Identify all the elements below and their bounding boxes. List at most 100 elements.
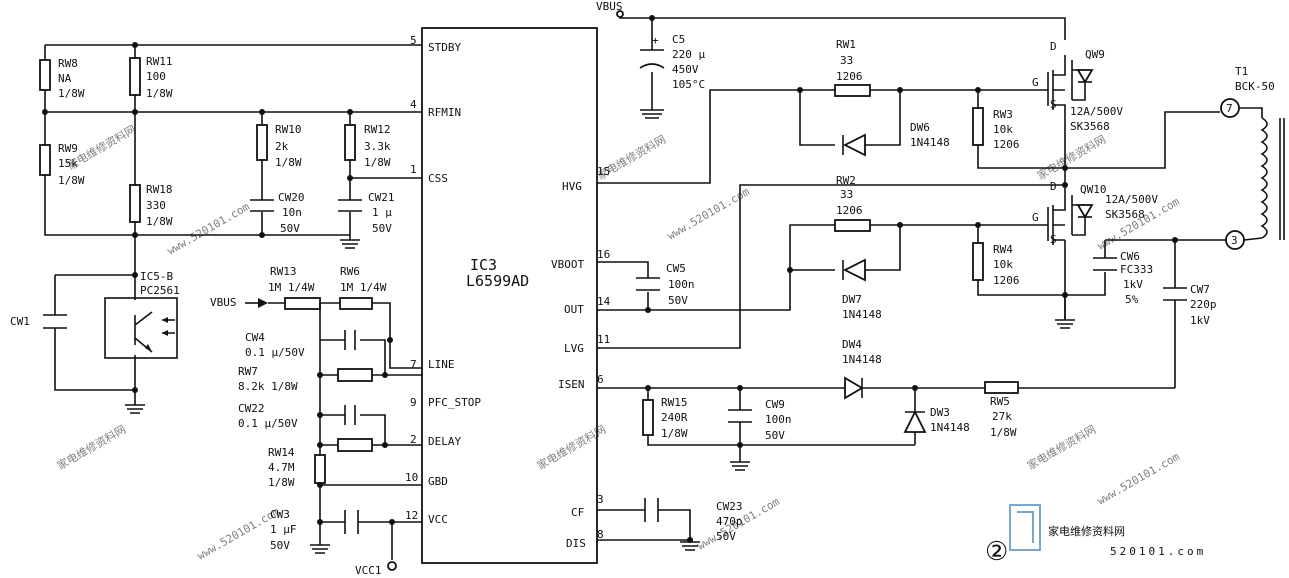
left-wiring <box>44 44 422 405</box>
net-vbus-left: VBUS <box>210 296 237 309</box>
dw3-part: 1N4148 <box>930 421 970 434</box>
junction-dots <box>42 15 1178 543</box>
qw10-s: S <box>1050 233 1057 246</box>
rw4-resistor: RW4 10k 1206 <box>972 242 1020 287</box>
rw6-value: 1M 1/4W <box>340 281 387 294</box>
ic5-ref: IC5-B <box>140 270 173 283</box>
cw20-ref: CW20 <box>278 191 305 204</box>
rw5-resistor: RW5 27k 1/8W <box>984 381 1019 439</box>
t1-part: BCK-50 <box>1235 80 1275 93</box>
dw4-ref: DW4 <box>842 338 862 351</box>
ic5-part: PC2561 <box>140 284 180 297</box>
qw9-d: D <box>1050 40 1057 53</box>
cw3-rating: 50V <box>270 539 290 552</box>
net-vcc1: VCC1 <box>355 564 382 577</box>
rw9-ref: RW9 <box>58 142 78 155</box>
pin-num-7: 7 <box>410 358 417 371</box>
rw8-resistor: RW8 NA 1/8W <box>39 57 85 100</box>
pin-label-vcc: VCC <box>428 513 448 526</box>
rw3-rating: 1206 <box>993 138 1020 151</box>
ic-part: L6599AD <box>466 272 529 290</box>
rw9-value: 15k <box>58 157 78 170</box>
rw14-ref: RW14 <box>268 446 295 459</box>
qw10-rating: 12A/500V <box>1105 193 1158 206</box>
rw7-value: 8.2k 1/8W <box>238 380 298 393</box>
ic-pins-right: HVG 15 VBOOT 16 OUT 14 LVG 11 ISEN 6 CF … <box>551 165 611 550</box>
logo-url: 520101.com <box>1110 545 1206 558</box>
dw6-ref: DW6 <box>910 121 930 134</box>
rw15-value: 240R <box>661 411 688 424</box>
rw2-resistor: RW2 33 1206 <box>834 174 871 232</box>
cw9-value: 100n <box>765 413 792 426</box>
rw11-ref: RW11 <box>146 55 173 68</box>
dw7-ref: DW7 <box>842 293 862 306</box>
qw9-rating: 12A/500V <box>1070 105 1123 118</box>
pin-num-3: 3 <box>597 493 604 506</box>
pin-num-16: 16 <box>597 248 610 261</box>
delay-network: CW4 0.1 μ/50V RW7 8.2k 1/8W CW22 0.1 μ/5… <box>238 303 422 577</box>
qw10-g: G <box>1032 211 1039 224</box>
rw11-rating: 1/8W <box>146 87 173 100</box>
rw4-ref: RW4 <box>993 243 1013 256</box>
rw14-value: 4.7M <box>268 461 295 474</box>
qw9-s: S <box>1050 98 1057 111</box>
cw4-value: 0.1 μ/50V <box>245 346 305 359</box>
pin-label-stdby: STDBY <box>428 41 461 54</box>
rw8-ref: RW8 <box>58 57 78 70</box>
t1-pin3: 3 <box>1231 234 1238 247</box>
pin-num-6: 6 <box>597 373 604 386</box>
cw3-ref: CW3 <box>270 508 290 521</box>
rw10-rating: 1/8W <box>275 156 302 169</box>
rw2-ref: RW2 <box>836 174 856 187</box>
c5-plus: + <box>652 34 659 47</box>
page-marker: ② <box>985 537 1008 567</box>
pin-label-lvg: LVG <box>564 342 584 355</box>
pin-num-5: 5 <box>410 34 417 47</box>
cw6-rating: 1kV <box>1123 278 1143 291</box>
watermark-text: 家电维修资料网 <box>1025 422 1099 473</box>
cw5-rating: 50V <box>668 294 688 307</box>
cw9-rating: 50V <box>765 429 785 442</box>
watermark-layer: 家电维修资料网 www.520101.com 家电维修资料网 www.52010… <box>55 122 1183 563</box>
rw8-rating: 1/8W <box>58 87 85 100</box>
c5-value: 220 μ <box>672 48 705 61</box>
pin-num-15: 15 <box>597 165 610 178</box>
watermark-text: 家电维修资料网 <box>1035 132 1109 183</box>
dw4-part: 1N4148 <box>842 353 882 366</box>
rw4-value: 10k <box>993 258 1013 271</box>
ground-symbol <box>340 239 360 249</box>
rw15-resistor: RW15 240R 1/8W <box>642 396 688 440</box>
rw7-ref: RW7 <box>238 365 258 378</box>
dw7-part: 1N4148 <box>842 308 882 321</box>
c5-rating: 450V <box>672 63 699 76</box>
rw10-resistor: RW10 2k 1/8W <box>256 123 302 169</box>
net-vbus-top: VBUS <box>596 0 623 13</box>
pin-num-12: 12 <box>405 509 418 522</box>
rw12-value: 3.3k <box>364 140 391 153</box>
rw15-rating: 1/8W <box>661 427 688 440</box>
cw7-capacitor: CW7 220p 1kV <box>1190 283 1217 327</box>
rw10-ref: RW10 <box>275 123 302 136</box>
watermark-text: 家电维修资料网 <box>55 422 129 473</box>
rw12-resistor: RW12 3.3k 1/8W <box>344 123 391 169</box>
rw9-resistor: RW9 15k 1/8W <box>39 142 85 187</box>
rw3-resistor: RW3 10k 1206 <box>972 107 1020 151</box>
rw11-value: 100 <box>146 70 166 83</box>
cw23-value: 470p <box>716 515 743 528</box>
dw6-part: 1N4148 <box>910 136 950 149</box>
pin-num-1: 1 <box>410 163 417 176</box>
pin-label-rfmin: RFMIN <box>428 106 461 119</box>
cw6-ref: CW6 <box>1120 250 1140 263</box>
cw5-ref: CW5 <box>666 262 686 275</box>
cw21-rating: 50V <box>372 222 392 235</box>
cw9-capacitor: CW9 100n 50V <box>765 398 792 442</box>
cw9-ref: CW9 <box>765 398 785 411</box>
rw1-rating: 1206 <box>836 70 863 83</box>
qw10-mosfet: D G S QW10 12A/500V SK3568 <box>1032 180 1158 246</box>
pin-num-10: 10 <box>405 471 418 484</box>
pin-num-11: 11 <box>597 333 610 346</box>
rw8-value: NA <box>58 72 72 85</box>
pin-label-line: LINE <box>428 358 455 371</box>
ic5-optocoupler: IC5-B PC2561 <box>134 270 180 353</box>
cw5-value: 100n <box>668 278 695 291</box>
